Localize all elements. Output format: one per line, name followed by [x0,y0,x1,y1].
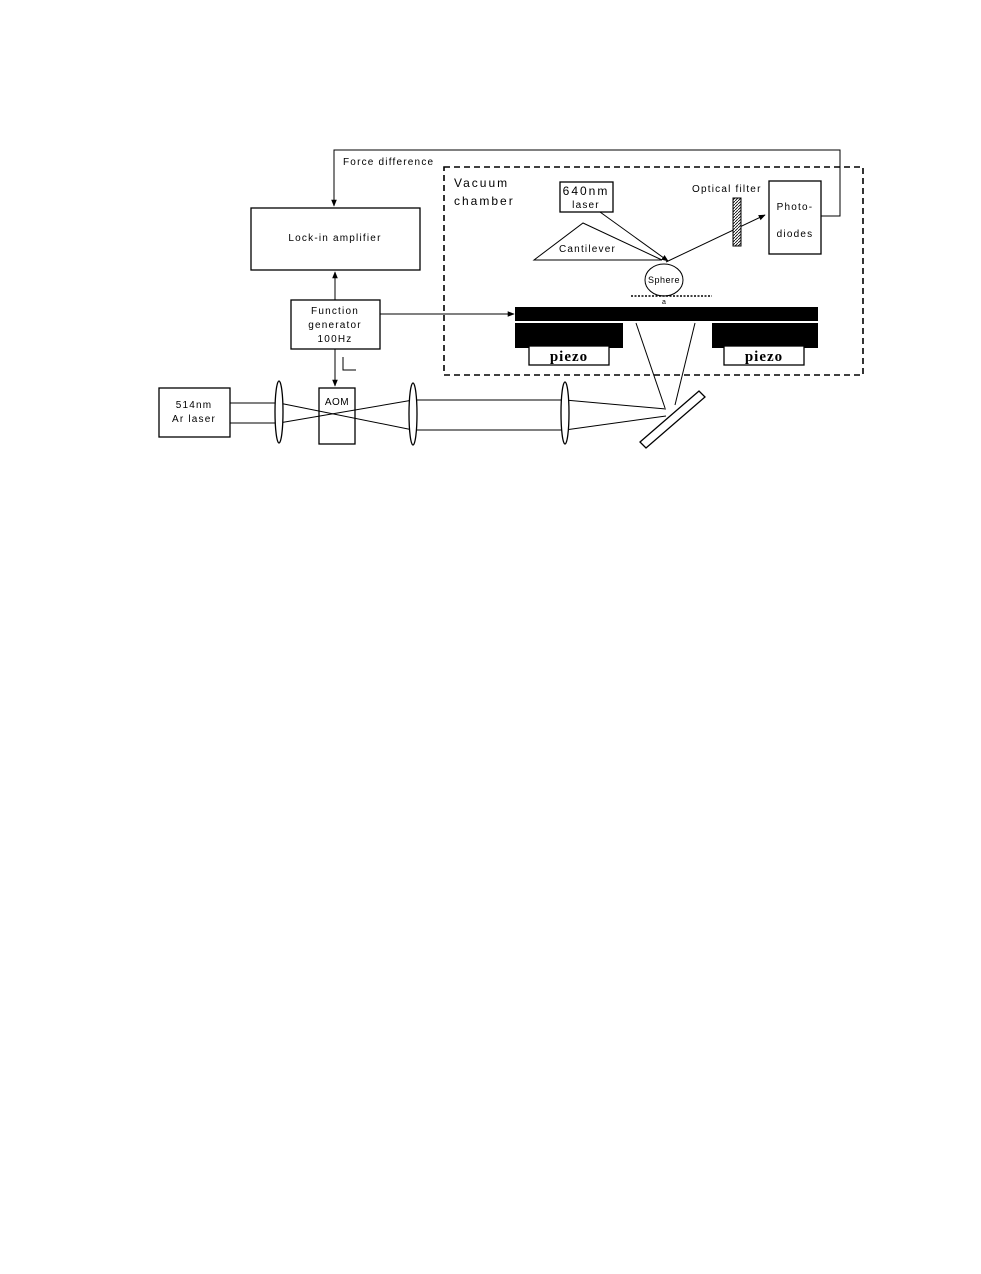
sphere-label: Sphere [648,275,680,285]
pump-beam-up-right [674,322,696,406]
force-difference-label: Force difference [343,157,434,168]
beam-cross-2 [278,399,414,424]
gap-label: a [662,299,666,306]
piezo-right-label: piezo [745,349,783,365]
aom-box [318,387,356,445]
piezo-left-label: piezo [550,349,588,365]
lens-2 [408,382,418,446]
photodiodes-box [768,180,822,255]
force-difference-line [331,149,841,217]
laser-514-label-2: Ar laser [172,414,216,425]
right-support-block [712,323,818,348]
piezo-right-box [723,345,805,366]
aom-label: AOM [325,397,349,408]
beam-converge-upper [564,399,667,410]
laser-640-label-1: 640nm [563,184,610,198]
vacuum-chamber-label-1: Vacuum [454,176,509,190]
vacuum-chamber-boundary [443,166,864,376]
lens-3 [560,381,570,445]
lockin-amplifier-label: Lock-in amplifier [288,233,381,244]
plate-gap-line [515,321,818,323]
laser-514-box [158,387,231,438]
function-generator-label-3: 100Hz [318,334,353,345]
function-generator-label-2: generator [308,320,362,331]
cantilever [532,222,663,261]
sample-plate [515,307,818,322]
lens-1 [274,380,284,444]
beam-cross-1 [278,402,414,431]
left-support-block [515,323,623,348]
probe-beam-reflected [665,214,766,263]
mirror [639,390,706,449]
function-generator-label-1: Function [311,306,359,317]
square-wave-icon [342,357,356,371]
laser-514-label-1: 514nm [176,400,213,411]
probe-beam-incident [599,211,669,262]
laser-640-label-2: laser [572,200,600,211]
vacuum-chamber-label-2: chamber [454,194,515,208]
lockin-amplifier-box [250,207,421,271]
beam-converge-lower [564,415,667,431]
pump-beam-up-left [635,322,666,409]
optical-filter [732,197,742,247]
photodiodes-label-1: Photo- [777,202,814,213]
laser-640-box [559,181,614,213]
optical-filter-label: Optical filter [692,184,762,195]
cantilever-label: Cantilever [559,244,616,255]
photodiodes-label-2: diodes [777,229,814,240]
piezo-left-box [528,345,610,366]
